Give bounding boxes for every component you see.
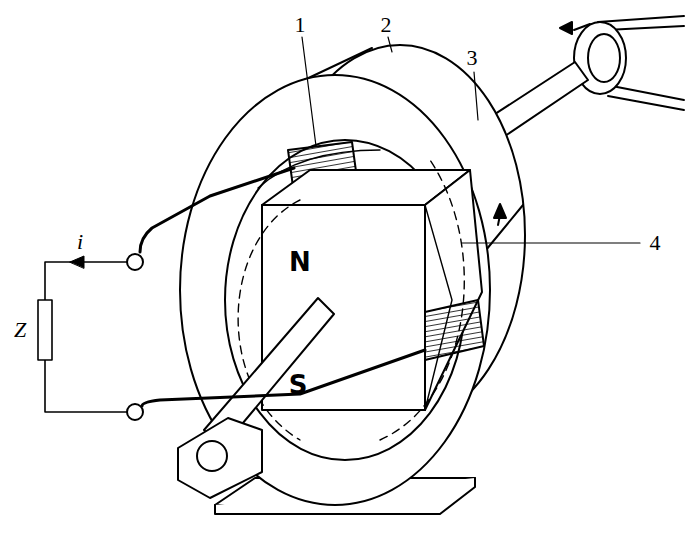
pole-letter: S bbox=[289, 372, 308, 398]
callout-number: 4 bbox=[650, 232, 661, 254]
callout-number: 2 bbox=[381, 14, 392, 36]
current-symbol: i bbox=[77, 231, 83, 253]
callout-number: 3 bbox=[467, 47, 478, 69]
callout-number: 1 bbox=[295, 14, 306, 36]
load-symbol: Z bbox=[14, 319, 26, 341]
pole-letter: N bbox=[289, 249, 311, 275]
